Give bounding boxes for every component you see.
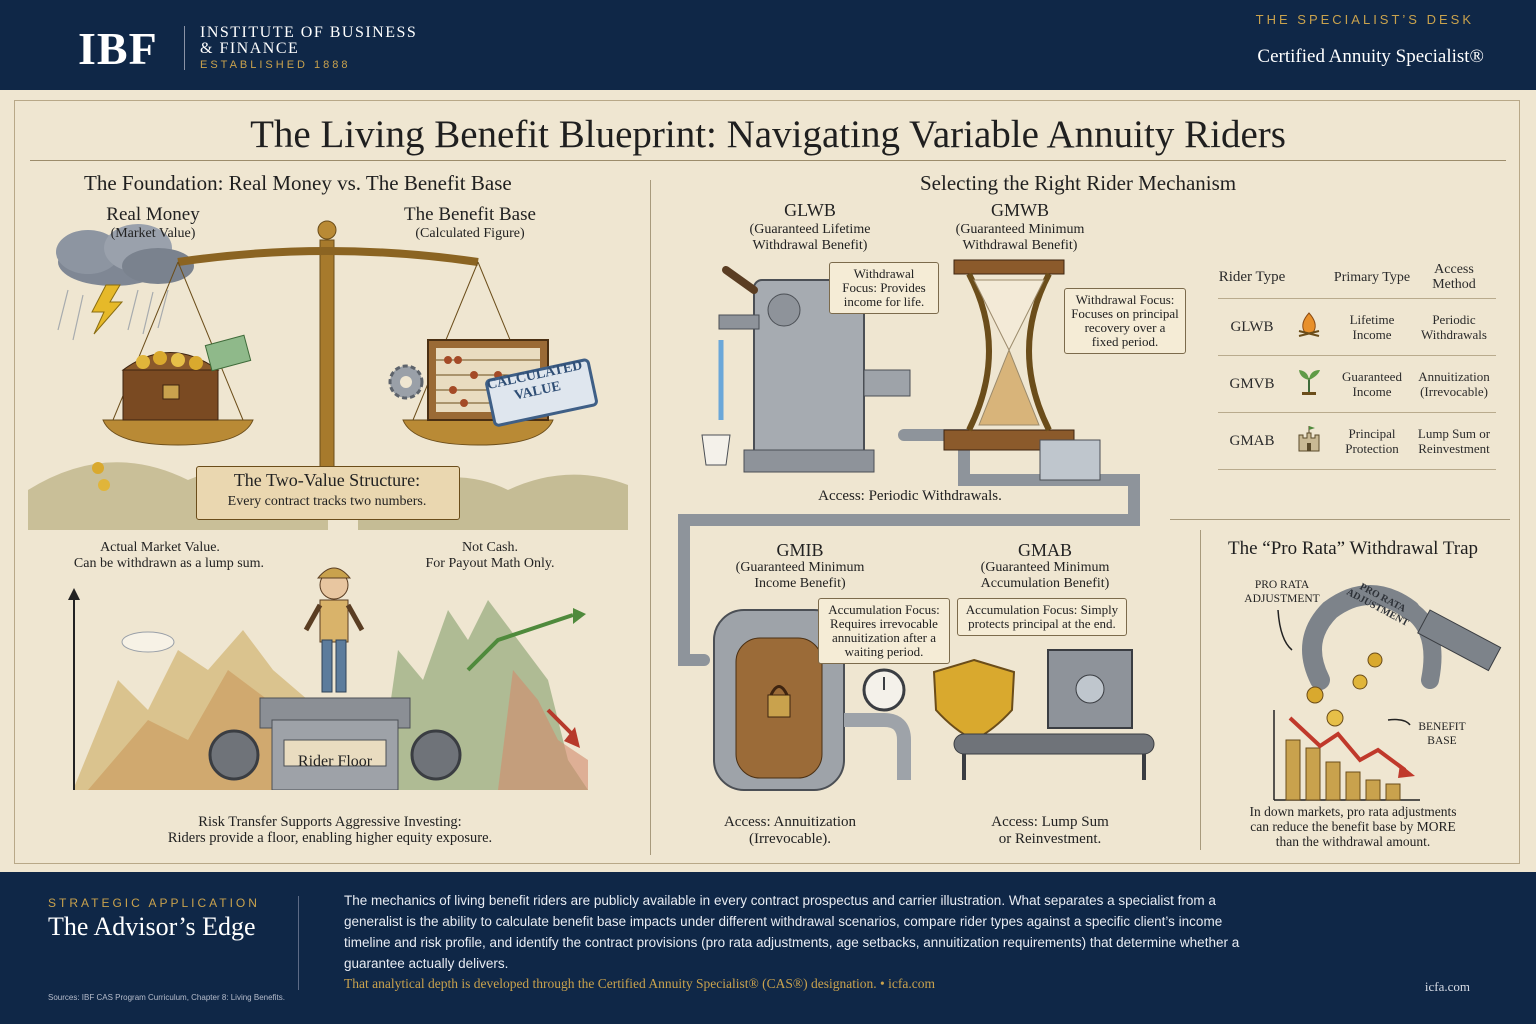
gmab-conveyor-icon xyxy=(932,649,1155,780)
pro-rata-illustration xyxy=(1273,585,1502,801)
advisors-edge-title: The Advisor’s Edge xyxy=(48,912,256,941)
column-divider xyxy=(650,180,651,855)
row-access: Annuitization (Irrevocable) xyxy=(1418,369,1490,399)
institute-name-line1: INSTITUTE OF BUSINESS xyxy=(200,24,418,41)
treasure-chest-icon xyxy=(121,334,252,421)
pro-rata-heading: The “Pro Rata” Withdrawal Trap xyxy=(1228,538,1479,559)
gmwb-note: Withdrawal Focus: Focuses on principal r… xyxy=(1064,288,1186,354)
gmib-title: GMIB xyxy=(776,540,824,560)
row-access: Lump Sum or Reinvestment xyxy=(1417,426,1491,456)
castle-icon xyxy=(1286,423,1332,459)
payout-math-caption: For Payout Math Only. xyxy=(425,556,555,571)
gmab-access-line1: Access: Lump Sum xyxy=(991,814,1109,830)
sources-note: Sources: IBF CAS Program Curriculum, Cha… xyxy=(48,993,285,1002)
not-cash-caption: Not Cash. xyxy=(462,540,518,555)
declining-bars xyxy=(1273,710,1420,801)
gmib-vault-icon xyxy=(713,609,911,791)
strategic-application-kicker: STRATEGIC APPLICATION xyxy=(48,896,260,910)
gmab-title: GMAB xyxy=(1017,540,1072,560)
campfire-icon xyxy=(1286,309,1332,345)
row-type: GMVB xyxy=(1229,375,1275,392)
logo-divider xyxy=(184,26,185,70)
footer-url-link[interactable]: icfa.com xyxy=(1424,979,1470,994)
gmab-subtitle: (Guaranteed Minimum Accumulation Benefit… xyxy=(980,560,1110,591)
specialists-desk-label: THE SPECIALIST’S DESK xyxy=(1255,12,1474,27)
title-rule xyxy=(30,160,1506,161)
footer-body-text: The mechanics of living benefit riders a… xyxy=(344,893,1240,971)
footer-divider xyxy=(298,896,299,990)
gear-icon xyxy=(388,364,424,400)
foundation-heading: The Foundation: Real Money vs. The Benef… xyxy=(84,171,512,195)
hourglass-icon xyxy=(943,259,1101,481)
institute-name-line2: & FINANCE xyxy=(200,40,300,57)
real-money-sub: (Market Value) xyxy=(110,226,196,241)
mechanism-heading: Selecting the Right Rider Mechanism xyxy=(920,171,1237,195)
storm-cloud-icon xyxy=(56,224,194,341)
investor-figure xyxy=(303,567,365,693)
market-value-caption: Actual Market Value. xyxy=(100,540,220,555)
two-value-banner xyxy=(196,466,460,520)
page-title: The Living Benefit Blueprint: Navigating… xyxy=(250,113,1286,156)
header-bar: IBF INSTITUTE OF BUSINESS & FINANCE ESTA… xyxy=(0,0,1536,90)
gmwb-subtitle: (Guaranteed Minimum Withdrawal Benefit) xyxy=(955,222,1085,253)
shield-icon xyxy=(932,658,1016,742)
pro-rata-divider xyxy=(1200,530,1201,850)
ibf-logo[interactable]: IBF xyxy=(78,23,158,74)
col-access-method: Access Method xyxy=(1432,262,1476,292)
two-value-sub: Every contract tracks two numbers. xyxy=(227,494,427,509)
table-row: GMVB Guaranteed Income Annuitization (Ir… xyxy=(1218,356,1496,413)
established-label: ESTABLISHED 1888 xyxy=(200,59,351,71)
footer-cta-link[interactable]: That analytical depth is developed throu… xyxy=(344,976,935,991)
row-primary: Guaranteed Income xyxy=(1342,369,1402,399)
rider-floor-platform xyxy=(208,697,462,790)
gmib-note: Accumulation Focus: Requires irrevocable… xyxy=(818,598,950,664)
glwb-subtitle: (Guaranteed Lifetime Withdrawal Benefit) xyxy=(749,222,871,253)
gmab-note: Accumulation Focus: Simply protects prin… xyxy=(957,598,1127,636)
calculated-value-stamp xyxy=(485,358,598,427)
panel-border xyxy=(14,100,1520,864)
row-primary: Lifetime Income xyxy=(1349,312,1395,342)
row-primary: Principal Protection xyxy=(1345,426,1399,456)
row-access: Periodic Withdrawals xyxy=(1421,312,1487,342)
col-primary-type: Primary Type xyxy=(1333,269,1411,285)
sprout-icon xyxy=(1286,366,1332,402)
gmib-access-line2: (Irrevocable). xyxy=(748,831,832,847)
gmab-access-line2: or Reinvestment. xyxy=(998,831,1102,847)
pro-rata-adjustment-label: PRO RATA ADJUSTMENT xyxy=(1244,579,1320,605)
glwb-title: GLWB xyxy=(784,200,836,220)
table-row: GLWB Lifetime Income Periodic Withdrawal… xyxy=(1218,299,1496,356)
col-rider-type: Rider Type xyxy=(1218,268,1286,285)
gmwb-title: GMWB xyxy=(991,200,1049,220)
pro-rata-caption: In down markets, pro rata adjustments ca… xyxy=(1249,804,1457,849)
benefit-base-sub: (Calculated Figure) xyxy=(415,226,525,241)
designation-label: Certified Annuity Specialist® xyxy=(1257,46,1484,67)
row-type: GMAB xyxy=(1229,432,1275,449)
table-divider xyxy=(1170,519,1510,520)
risk-transfer-sub: Riders provide a floor, enabling higher … xyxy=(167,830,493,846)
gmib-access-line1: Access: Annuitization xyxy=(723,814,857,830)
foundation-illustration xyxy=(28,220,628,790)
gmib-subtitle: (Guaranteed Minimum Income Benefit) xyxy=(735,560,865,591)
benefit-base-label: The Benefit Base xyxy=(404,204,536,225)
rider-floor-label: Rider Floor xyxy=(297,753,373,770)
row-type: GLWB xyxy=(1230,318,1274,335)
two-value-title: The Two-Value Structure: xyxy=(233,470,421,490)
table-row: GMAB Principal Protection Lump Sum or Re… xyxy=(1218,413,1496,470)
benefit-base-label: BENEFIT BASE xyxy=(1418,721,1466,747)
glwb-note: Withdrawal Focus: Provides income for li… xyxy=(829,262,939,314)
lump-sum-caption: Can be withdrawn as a lump sum. xyxy=(73,556,265,571)
footer-bar: STRATEGIC APPLICATION The Advisor’s Edge… xyxy=(0,872,1536,1024)
glwb-machine-icon xyxy=(701,266,911,473)
glwb-gmwb-access: Access: Periodic Withdrawals. xyxy=(818,488,1002,504)
rider-comparison-table: Rider Type Primary Type Access Method GL… xyxy=(1218,256,1496,470)
falling-coins xyxy=(1306,652,1383,727)
table-header-row: Rider Type Primary Type Access Method xyxy=(1218,256,1496,299)
real-money-label: Real Money xyxy=(106,204,200,225)
claw-icon xyxy=(1302,585,1502,690)
risk-transfer-title: Risk Transfer Supports Aggressive Invest… xyxy=(198,814,462,830)
mechanism-illustration xyxy=(678,259,1155,791)
